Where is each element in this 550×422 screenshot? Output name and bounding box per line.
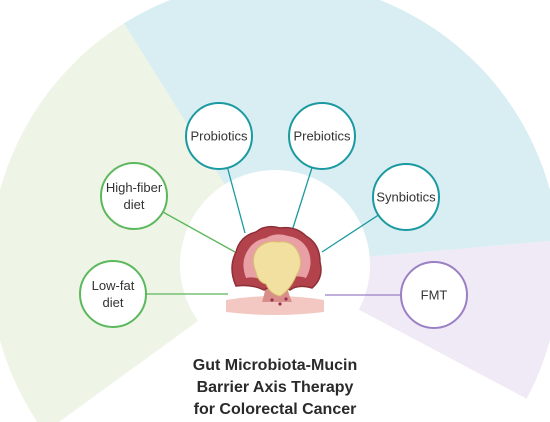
node-probiotics: Probiotics (185, 102, 253, 170)
node-label-prebiotics: Prebiotics (293, 129, 351, 144)
diagram-title: Gut Microbiota-Mucin Barrier Axis Therap… (193, 357, 357, 418)
node-label-low-fat-diet: Low-fat (92, 278, 135, 293)
connector-synbiotics (321, 214, 379, 253)
title-line-3: for Colorectal Cancer (194, 401, 357, 418)
node-prebiotics: Prebiotics (288, 102, 356, 170)
title-line-2: Barrier Axis Therapy (197, 379, 354, 396)
node-label-low-fat-diet: diet (103, 295, 124, 310)
connector-prebiotics (291, 167, 313, 232)
node-circle-prebiotics (288, 102, 356, 170)
node-label-fmt: FMT (421, 288, 448, 303)
node-label-high-fiber-diet: diet (124, 197, 145, 212)
connector-probiotics (226, 167, 246, 234)
therapy-nodes: Low-fat diet High-fiber diet Probiotics Prebi… (79, 102, 468, 329)
node-label-high-fiber-diet: High-fiber (106, 180, 163, 195)
cell-dot-icon (284, 297, 288, 301)
node-label-probiotics: Probiotics (190, 129, 248, 144)
node-label-synbiotics: Synbiotics (376, 190, 436, 205)
node-synbiotics: Synbiotics (372, 163, 440, 231)
colon-polyp-icon (226, 225, 324, 315)
title-line-1: Gut Microbiota-Mucin (193, 357, 357, 374)
connector-high-fiber-diet (162, 211, 236, 253)
cell-dot-icon (270, 298, 274, 302)
tumor-core-icon (252, 241, 302, 297)
node-circle-fmt (400, 261, 468, 329)
node-circle-high-fiber-diet (100, 162, 168, 230)
node-high-fiber-diet: High-fiber diet (100, 162, 168, 230)
cell-dot-icon (278, 302, 282, 306)
node-low-fat-diet: Low-fat diet (79, 260, 147, 328)
node-circle-probiotics (185, 102, 253, 170)
node-circle-low-fat-diet (79, 260, 147, 328)
mucosa-base-icon (226, 296, 324, 315)
node-circle-synbiotics (372, 163, 440, 231)
node-fmt: FMT (400, 261, 468, 329)
connector-lines (146, 167, 401, 296)
